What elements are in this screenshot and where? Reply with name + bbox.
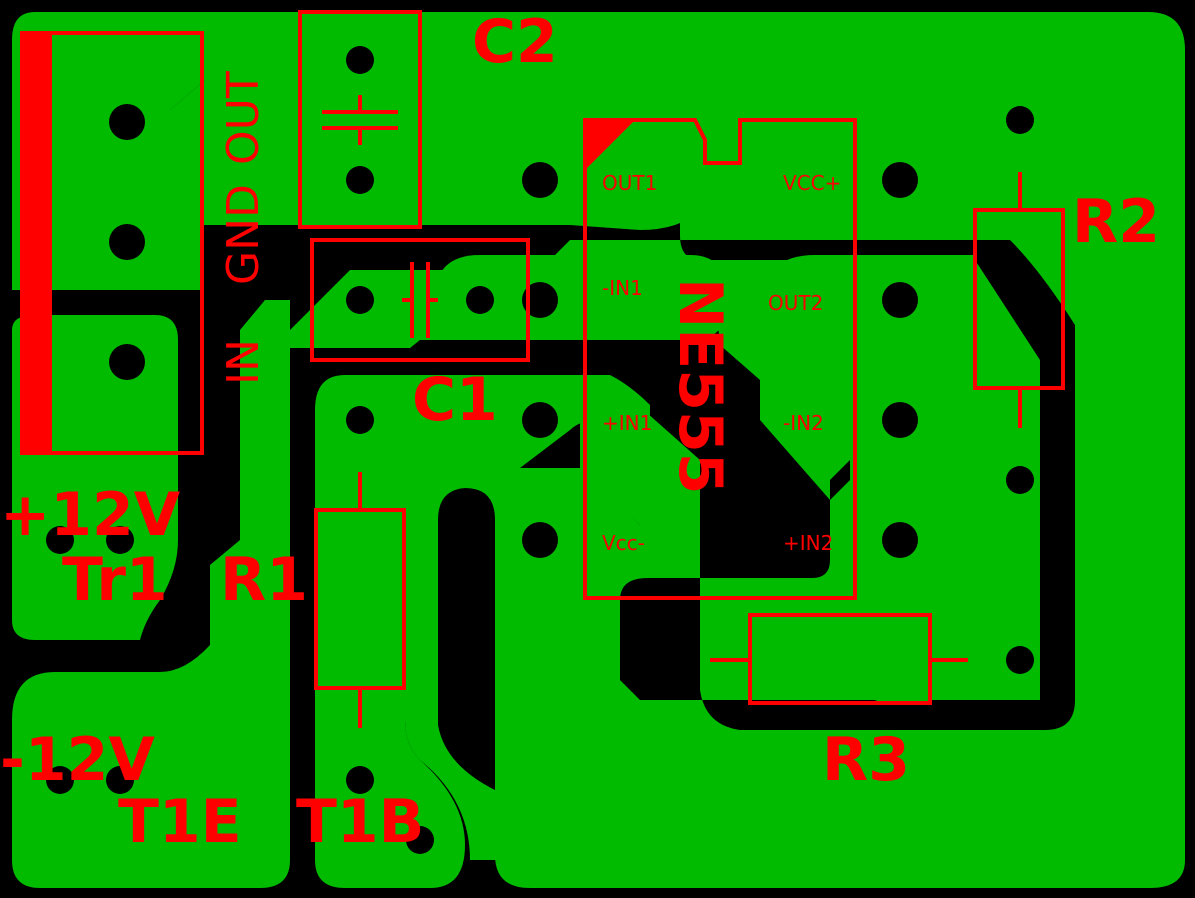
label-t1b: T1B [296, 787, 424, 857]
label-in2neg: -IN2 [783, 411, 824, 435]
c2-outline [298, 10, 422, 229]
ic-outline [583, 118, 857, 600]
copper-r1-bottom [318, 612, 402, 690]
label-t1e: T1E [118, 787, 242, 857]
drill-ic-1 [522, 162, 558, 198]
drill-neg12v-a [46, 766, 74, 794]
labels-layer: C2 C1 R2 R1 R3 NE555 OUT GND IN OUT1 -IN… [0, 7, 1160, 857]
copper-r3-right [855, 615, 930, 705]
label-c2: C2 [472, 7, 558, 77]
drill-ic-3 [522, 402, 558, 438]
drill-r2-top [1006, 106, 1034, 134]
drill-layer [46, 46, 1034, 854]
copper-left-in [12, 315, 178, 640]
drill-c2-top [346, 46, 374, 74]
label-r3: R3 [822, 725, 910, 795]
copper-in1neg [435, 255, 725, 340]
drill-ic-7 [882, 282, 918, 318]
drill-c1-right [466, 286, 494, 314]
drill-reg-gnd [109, 224, 145, 260]
copper-out1 [300, 100, 708, 230]
label-reg-out: OUT [218, 71, 269, 165]
drill-pos12v-a [46, 526, 74, 554]
label-neg12v: -12V [0, 725, 155, 795]
copper-left-terminal [12, 12, 205, 195]
label-in1neg: -IN1 [602, 276, 643, 300]
label-pos12v: +12V [0, 480, 181, 550]
drill-c2-bottom [346, 166, 374, 194]
copper-out2 [765, 255, 975, 340]
copper-left-bottom [12, 300, 290, 888]
copper-layer [12, 12, 1185, 888]
label-out2: OUT2 [768, 291, 823, 315]
drill-r1-bottom [346, 766, 374, 794]
drill-r3-right [1006, 646, 1034, 674]
drill-r2-bottom [1006, 466, 1034, 494]
drill-r1-top [346, 406, 374, 434]
label-vccneg: Vcc- [602, 531, 645, 555]
copper-r1-column [315, 375, 650, 888]
copper-left-gnd [12, 195, 200, 290]
copper-in1pos [580, 380, 700, 525]
label-reg-in: IN [218, 339, 269, 385]
drill-ic-5 [882, 522, 918, 558]
silkscreen-layer [20, 10, 1065, 728]
drill-ic-2 [522, 282, 558, 318]
label-r2: R2 [1072, 187, 1160, 257]
drill-reg-out [109, 104, 145, 140]
label-out1: OUT1 [602, 171, 657, 195]
drill-c1-left [346, 286, 374, 314]
ic-pin1-marker [585, 120, 635, 170]
drill-pos12v-b [106, 526, 134, 554]
c1-outline [310, 238, 530, 362]
drill-t1b [406, 826, 434, 854]
label-reg-gnd: GND [218, 184, 269, 285]
label-in2pos: +IN2 [783, 531, 833, 555]
label-r1: R1 [220, 545, 308, 615]
label-c1: C1 [412, 365, 498, 435]
label-in1pos: +IN1 [602, 411, 652, 435]
drill-r3-left [646, 646, 674, 674]
label-vccpos: VCC+ [783, 171, 841, 195]
drill-ic-4 [522, 522, 558, 558]
drill-neg12v-b [106, 766, 134, 794]
drill-ic-6 [882, 402, 918, 438]
label-tr1: Tr1 [62, 545, 168, 615]
copper-r1-top [318, 510, 402, 585]
drill-ic-8 [882, 162, 918, 198]
copper-vccplus [735, 130, 1185, 225]
drill-reg-in [109, 344, 145, 380]
label-ic: NE555 [665, 278, 735, 494]
regulator-heatsink-bar [22, 33, 52, 453]
